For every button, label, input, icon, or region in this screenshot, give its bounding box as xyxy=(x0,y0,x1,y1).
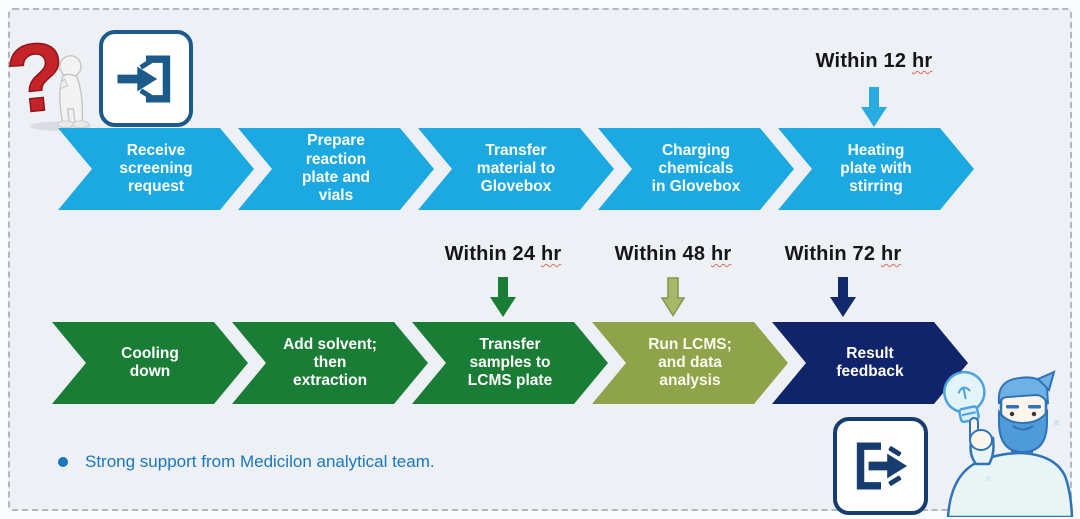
timing-within-48hr: Within 48 hr xyxy=(588,243,758,266)
timing-text: Within 24 xyxy=(444,243,536,265)
idea-person-illustration xyxy=(943,370,1074,517)
arrow-out-of-door-glyph xyxy=(856,442,907,490)
step-transfer-samples-lcms: Transfer samples to LCMS plate xyxy=(412,322,608,404)
support-note: Strong support from Medicilon analytical… xyxy=(58,452,435,472)
step-label: Receive screening request xyxy=(119,141,193,196)
timing-within-12hr: Within 12 hr xyxy=(789,50,959,73)
timing-within-72hr: Within 72 hr xyxy=(758,243,928,266)
step-label: Heating plate with stirring xyxy=(840,141,912,196)
step-heating-plate-stirring: Heating plate with stirring xyxy=(778,128,974,210)
step-charging-chemicals: Charging chemicals in Glovebox xyxy=(598,128,794,210)
down-arrow-48hr-icon xyxy=(660,277,686,317)
timing-text: Within 72 xyxy=(784,243,876,265)
lightbulb-icon xyxy=(943,370,986,424)
timing-text: Within 12 xyxy=(815,50,907,72)
note-text: Strong support from Medicilon analytical… xyxy=(85,452,435,471)
step-label: Add solvent; then extraction xyxy=(283,335,377,390)
bullet-icon xyxy=(58,457,68,467)
down-arrow-12hr-icon xyxy=(861,87,887,127)
step-label: Transfer samples to LCMS plate xyxy=(467,335,553,390)
step-add-solvent-extraction: Add solvent; then extraction xyxy=(232,322,428,404)
login-icon xyxy=(99,30,193,127)
step-transfer-material-glovebox: Transfer material to Glovebox xyxy=(418,128,614,210)
down-arrow-72hr-icon xyxy=(830,277,856,317)
step-label: Run LCMS; and data analysis xyxy=(648,335,732,390)
step-receive-screening-request: Receive screening request xyxy=(58,128,254,210)
step-label: Charging chemicals in Glovebox xyxy=(651,141,741,196)
timing-text: Within 48 xyxy=(614,243,706,265)
timing-unit: hr xyxy=(710,243,732,265)
timing-unit: hr xyxy=(880,243,902,265)
timing-unit: hr xyxy=(911,50,933,72)
process-row-top: Receive screening request Prepare reacti… xyxy=(58,128,974,210)
step-label: Transfer material to Glovebox xyxy=(476,141,556,196)
down-arrow-24hr-icon xyxy=(490,277,516,317)
question-figure-icon: ? xyxy=(6,24,92,132)
timing-within-24hr: Within 24 hr xyxy=(418,243,588,266)
step-label: Cooling down xyxy=(121,344,179,380)
step-run-lcms-data-analysis: Run LCMS; and data analysis xyxy=(592,322,788,404)
step-label: Result feedback xyxy=(836,344,904,380)
step-prepare-reaction-plate: Prepare reaction plate and vials xyxy=(238,128,434,210)
logout-icon xyxy=(833,417,928,515)
step-cooling-down: Cooling down xyxy=(52,322,248,404)
arrow-into-door-glyph xyxy=(117,54,171,103)
step-label: Prepare reaction plate and vials xyxy=(301,132,371,205)
process-row-bottom: Cooling down Add solvent; then extractio… xyxy=(52,322,968,404)
timing-unit: hr xyxy=(540,243,562,265)
